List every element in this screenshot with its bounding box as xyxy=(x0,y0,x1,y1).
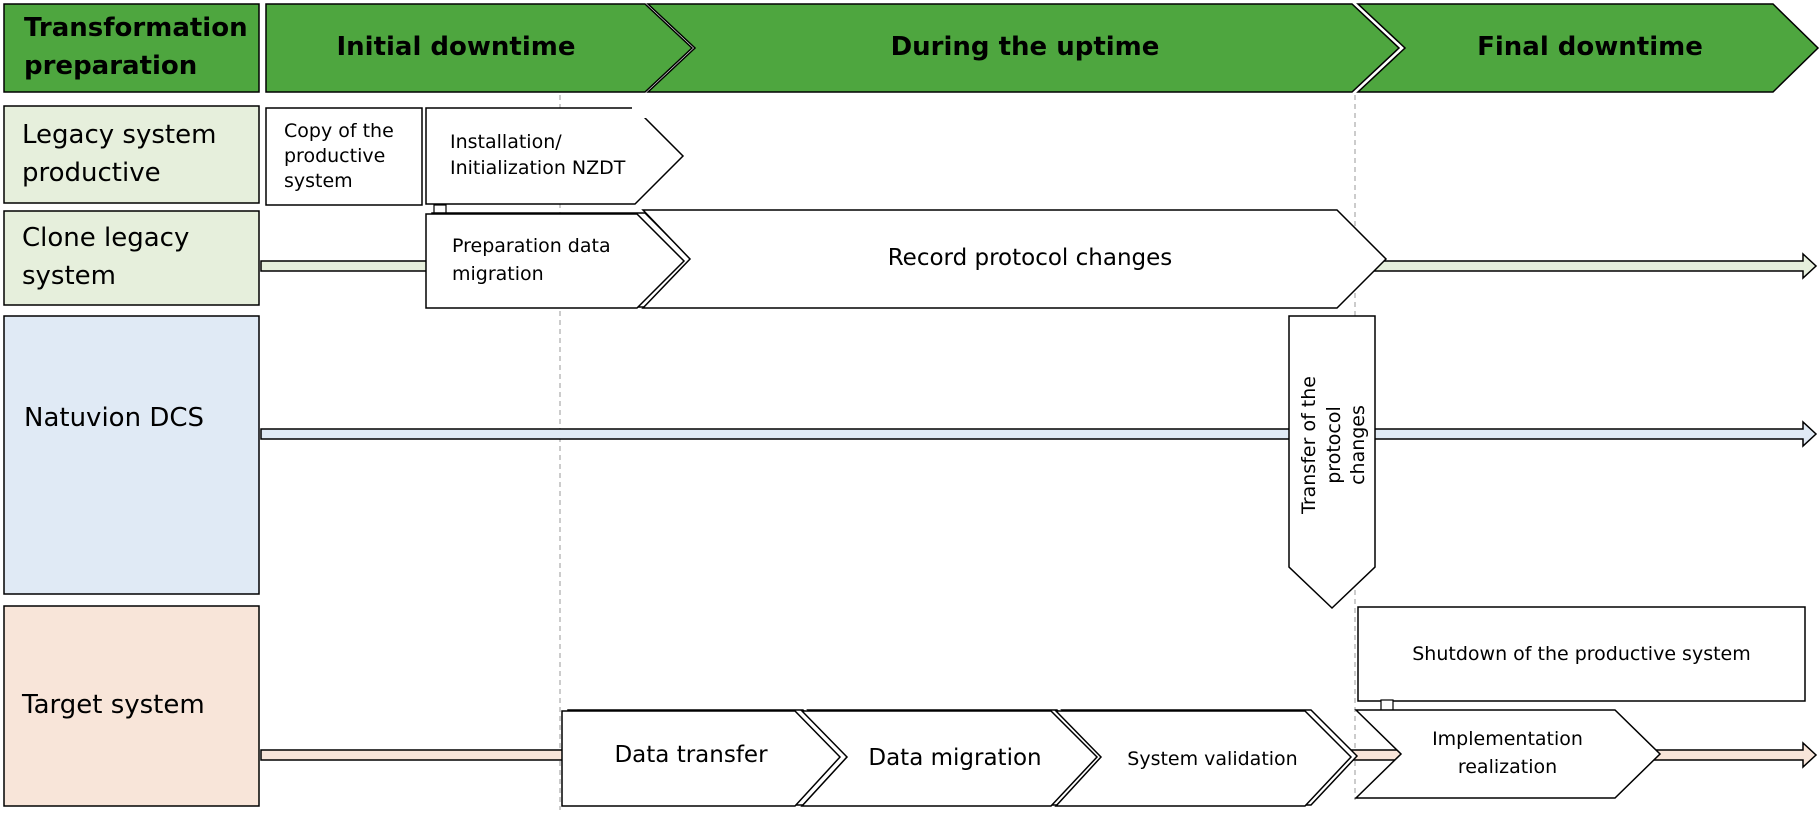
phase-uptime-arrow xyxy=(646,3,1401,93)
phase-final-downtime-arrow xyxy=(1356,3,1820,93)
task-implementation-arrow xyxy=(1354,709,1662,799)
lane-dcs-box xyxy=(3,315,260,595)
task-prep-migration-label: Preparation data migration xyxy=(452,235,611,285)
dcs-timeline-arrow xyxy=(260,420,1818,448)
phase-final-downtime-label: Final downtime xyxy=(1477,32,1703,63)
task-data-transfer-label: Data transfer xyxy=(614,742,768,769)
phase-preparation-box xyxy=(3,3,260,93)
task-copy-label: Copy of the productive system xyxy=(284,119,394,193)
lane-target-label: Target system xyxy=(22,690,205,721)
phase-initial-downtime-arrow xyxy=(265,3,694,93)
task-validation-arrow xyxy=(1054,710,1353,807)
phase-uptime-label: During the uptime xyxy=(890,32,1160,63)
task-data-migration-arrow xyxy=(800,710,1099,807)
phase-initial-downtime-label: Initial downtime xyxy=(336,32,576,63)
lane-legacy-box xyxy=(3,105,260,204)
task-data-migration-label: Data migration xyxy=(868,745,1042,772)
task-shutdown-box xyxy=(1357,606,1806,702)
lane-dcs-label: Natuvion DCS xyxy=(24,403,204,434)
task-transfer-protocol-arrow xyxy=(1288,315,1376,610)
task-copy-box xyxy=(265,107,423,206)
task-shutdown-label: Shutdown of the productive system xyxy=(1412,642,1751,665)
phase-preparation-label: Transformation preparation xyxy=(24,13,248,81)
task-install-notch xyxy=(632,100,654,118)
task-record-arrow xyxy=(641,209,1388,309)
lane-legacy-label: Legacy system productive xyxy=(22,119,217,188)
task-prep-migration-arrow xyxy=(425,213,686,309)
task-install-arrow xyxy=(425,107,685,205)
lane-target-box xyxy=(3,605,260,807)
task-data-transfer-arrow xyxy=(561,710,842,807)
lane-clone-label: Clone legacy system xyxy=(22,223,190,291)
task-validation-label: System validation xyxy=(1127,747,1298,770)
task-transfer-protocol-label: Transfer of the protocol changes xyxy=(1297,376,1370,514)
task-record-label: Record protocol changes xyxy=(887,245,1173,272)
lane-clone-box xyxy=(3,210,260,306)
task-implementation-label: Implementation realization xyxy=(1432,728,1583,778)
task-install-label: Installation/ Initialization NZDT xyxy=(450,131,626,179)
